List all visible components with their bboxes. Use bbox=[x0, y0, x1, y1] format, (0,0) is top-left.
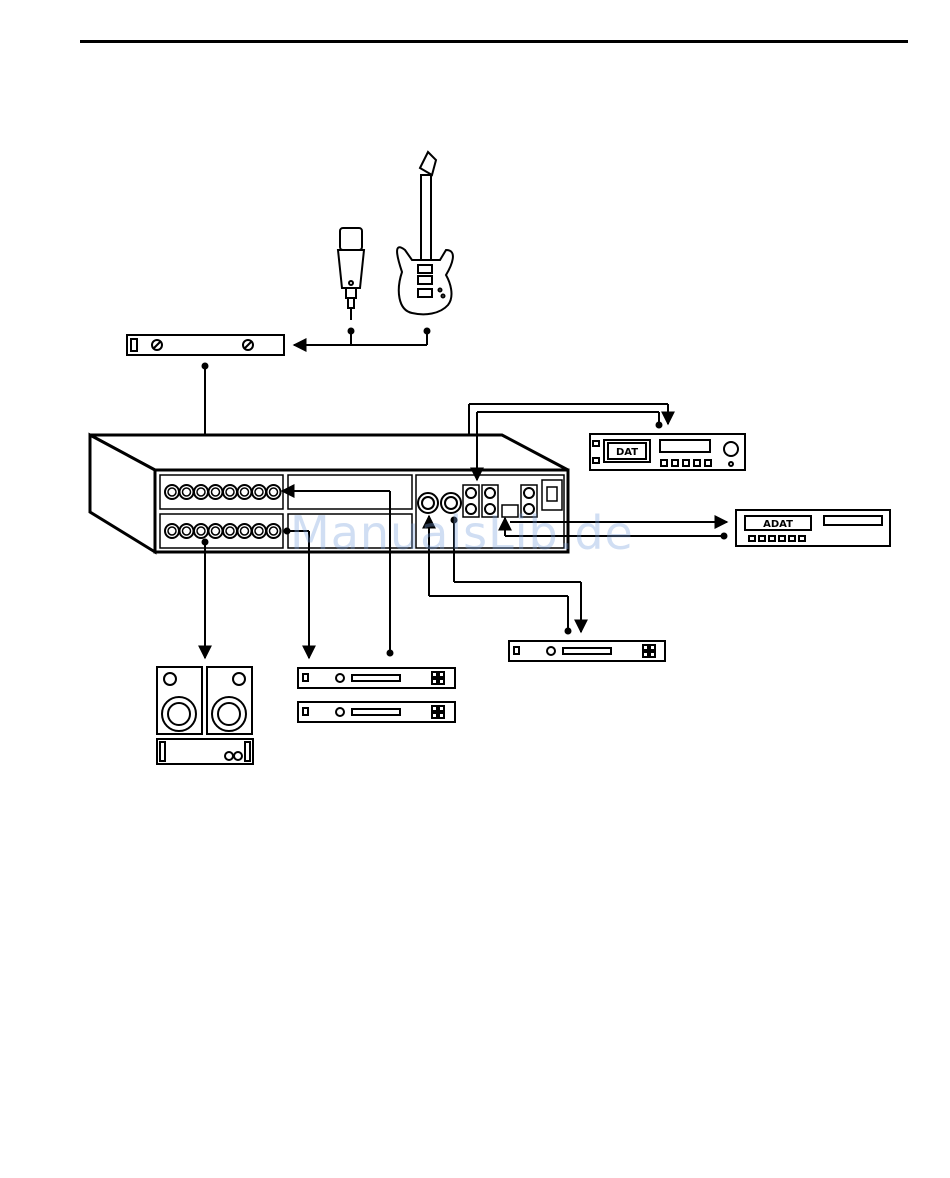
jack-ring bbox=[241, 527, 249, 535]
adat-recorder bbox=[736, 510, 890, 546]
studio-monitor-speakers bbox=[157, 667, 253, 764]
jack-ring bbox=[168, 488, 176, 496]
dat-label: DAT bbox=[616, 447, 638, 458]
digital-processor bbox=[509, 641, 665, 661]
electric-guitar-icon bbox=[397, 152, 453, 314]
jack-ring bbox=[168, 527, 176, 535]
jack-ring bbox=[255, 527, 263, 535]
jack-ring bbox=[212, 488, 220, 496]
adat-label: ADAT bbox=[763, 519, 793, 530]
jack-ring bbox=[226, 527, 234, 535]
jack-ring bbox=[270, 527, 278, 535]
jack-ring bbox=[270, 488, 278, 496]
jack-ring bbox=[197, 488, 205, 496]
jack-ring bbox=[212, 527, 220, 535]
watermark: ManualsLib.de bbox=[290, 506, 670, 560]
output-to-speakers-cable bbox=[203, 540, 208, 659]
effects-processor-1 bbox=[298, 668, 455, 688]
jack-ring bbox=[183, 488, 191, 496]
dat-deck bbox=[590, 434, 745, 470]
effects-processor-2 bbox=[298, 702, 455, 722]
microphone-icon bbox=[338, 228, 364, 320]
jack-ring bbox=[226, 488, 234, 496]
jack-ring bbox=[241, 488, 249, 496]
instrument-cable bbox=[294, 329, 430, 346]
jack-ring bbox=[183, 527, 191, 535]
jack-ring bbox=[197, 527, 205, 535]
jack-ring bbox=[255, 488, 263, 496]
preamp-unit bbox=[127, 335, 284, 355]
